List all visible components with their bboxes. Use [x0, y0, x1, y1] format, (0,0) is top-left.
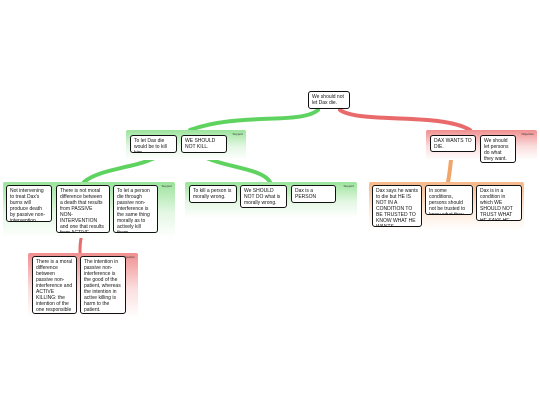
claim-node-dax-condition[interactable]: Dax is in a condition in which WE SHOULD… — [476, 185, 522, 221]
node-text: Not intervening to treat Dax's burns wil… — [10, 188, 46, 222]
claim-node-not-do-wrong[interactable]: We SHOULD NOT DO what is morally wrong. — [240, 185, 287, 208]
claim-node-intention-good-vs-harm[interactable]: The intention in passive non-interferenc… — [80, 256, 126, 314]
node-text: The intention in passive non-interferenc… — [84, 259, 121, 313]
node-text: We should let persons do what they want. — [484, 138, 509, 162]
claim-node-no-moral-difference[interactable]: There is not moral difference between a … — [56, 185, 110, 233]
node-text: Dax is in a condition in which WE SHOULD… — [480, 188, 513, 221]
claim-node-dax-is-person[interactable]: Dax is a PERSON — [291, 185, 336, 203]
node-text: To kill a person is morally wrong. — [193, 188, 232, 200]
link-root-to-support — [188, 108, 320, 132]
group-tag: Support — [232, 132, 243, 136]
node-text: Dax says he wants to die but HE IS NOT I… — [376, 188, 418, 227]
claim-node-let-die-same-as-kill[interactable]: To let a person die through passive non-… — [113, 185, 158, 233]
node-text: WE SHOULD NOT KILL. — [185, 138, 216, 150]
group-tag: Objection — [521, 132, 534, 136]
node-text: There is a moral difference between pass… — [36, 259, 73, 313]
node-text: To let Dax die would be to kill him. — [134, 138, 167, 153]
claim-node-moral-difference-intention[interactable]: There is a moral difference between pass… — [32, 256, 77, 314]
group-tag: Objection — [122, 255, 135, 259]
claim-node-not-intervening[interactable]: Not intervening to treat Dax's burns wil… — [6, 185, 52, 222]
claim-node-some-conditions[interactable]: In some conditions, persons should not b… — [425, 185, 473, 215]
node-text: DAX WANTS TO DIE. — [434, 138, 472, 150]
claim-node-kill[interactable]: To let Dax die would be to kill him. — [130, 135, 177, 153]
claim-node-dax-wants-to-die[interactable]: DAX WANTS TO DIE. — [430, 135, 476, 152]
group-tag: Support — [343, 184, 354, 188]
node-text: In some conditions, persons should not b… — [429, 188, 466, 215]
claim-node-should-not-kill[interactable]: WE SHOULD NOT KILL. — [181, 135, 227, 153]
node-text: We should not let Dax die. — [312, 94, 344, 106]
node-text: Dax is a PERSON — [295, 188, 317, 200]
group-tag: Support — [161, 184, 172, 188]
root-claim-node[interactable]: We should not let Dax die. — [308, 91, 350, 109]
node-text: To let a person die through passive non-… — [117, 188, 150, 233]
claim-node-kill-morally-wrong[interactable]: To kill a person is morally wrong. — [189, 185, 237, 203]
node-text: There is not moral difference between a … — [60, 188, 104, 233]
claim-node-let-persons-do[interactable]: We should let persons do what they want. — [480, 135, 516, 163]
link-root-to-objection — [338, 108, 472, 132]
claim-node-not-trusted[interactable]: Dax says he wants to die but HE IS NOT I… — [372, 185, 422, 227]
node-text: We SHOULD NOT DO what is morally wrong. — [244, 188, 281, 206]
